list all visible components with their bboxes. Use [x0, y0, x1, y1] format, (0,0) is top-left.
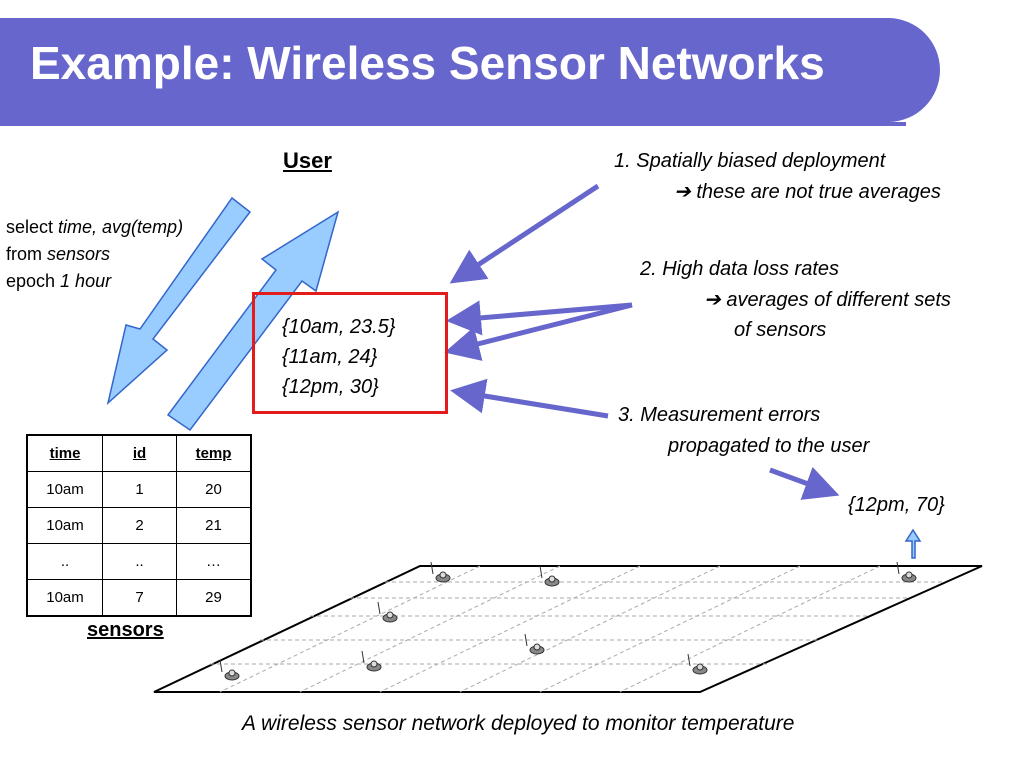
table-cell: 10am [26, 507, 103, 544]
sensor-node-icon [377, 601, 398, 623]
table-cell: 20 [176, 471, 252, 508]
arrow-note1 [449, 183, 600, 284]
title-bar [0, 18, 940, 122]
sensor-node-icon [687, 653, 708, 675]
table-cell: … [176, 543, 252, 580]
table-row: 10am 2 21 [26, 507, 252, 544]
note-2-title: 2. High data loss rates [640, 258, 839, 280]
table-cell: 29 [176, 579, 252, 617]
query-value: sensors [47, 244, 111, 264]
query-keyword: from [6, 244, 48, 264]
query-flow-arrow [106, 196, 252, 406]
sensor-node-icon [219, 659, 240, 681]
sensor-node-icon [361, 650, 382, 672]
table-header-row: time id temp [26, 434, 252, 472]
column-header: time [26, 434, 103, 472]
bad-reading-up-arrow [904, 528, 922, 559]
result-box [252, 292, 448, 414]
table-cell: .. [102, 543, 177, 580]
query-value: time, avg(temp) [58, 217, 184, 237]
title-underline [0, 122, 906, 126]
note-3-detail: propagated to the user [668, 435, 870, 457]
arrow-note2a [446, 300, 633, 336]
query-value: 1 hour [60, 271, 112, 291]
result-row: {12pm, 30} [282, 376, 379, 398]
sensors-table: time id temp 10am 1 20 10am 2 21 .. .. …… [26, 434, 252, 617]
query-keyword: epoch [6, 271, 61, 291]
query-results: {10am, 23.5} {11am, 24} {12pm, 30} [282, 312, 395, 402]
user-label: User [283, 148, 332, 173]
note-2-detail-cont: of sensors [734, 319, 827, 341]
note-1-detail: ➔ these are not true averages [674, 181, 941, 203]
sql-query: select time, avg(temp) from sensors epoc… [6, 214, 183, 295]
column-header: temp [176, 434, 252, 472]
query-keyword: select [6, 217, 59, 237]
result-row: {11am, 24} [282, 346, 378, 368]
sensor-node-icon [539, 565, 560, 587]
table-row: .. .. … [26, 543, 252, 580]
note-1-title: 1. Spatially biased deployment [614, 150, 886, 172]
sensor-node-icon [896, 561, 917, 583]
table-cell: 7 [102, 579, 177, 617]
arrow-to-bad-reading [769, 466, 840, 500]
table-cell: 2 [102, 507, 177, 544]
table-cell: 10am [26, 579, 103, 617]
table-row: 10am 7 29 [26, 579, 252, 617]
table-cell: 10am [26, 471, 103, 508]
table-cell: .. [26, 543, 103, 580]
note-2-detail: ➔ averages of different sets [704, 289, 951, 311]
figure-caption: A wireless sensor network deployed to mo… [242, 712, 795, 735]
note-3-title: 3. Measurement errors [618, 404, 821, 426]
sensor-node-icon [430, 561, 451, 583]
table-cell: 1 [102, 471, 177, 508]
slide-title: Example: Wireless Sensor Networks [30, 37, 825, 89]
arrow-note3 [450, 378, 609, 419]
table-cell: 21 [176, 507, 252, 544]
field-grid [210, 565, 945, 693]
sensor-field-plane [153, 565, 983, 693]
sensor-node-icon [524, 633, 545, 655]
table-row: 10am 1 20 [26, 471, 252, 508]
erroneous-reading: {12pm, 70} [848, 494, 945, 516]
result-row: {10am, 23.5} [282, 316, 396, 338]
sensors-table-label: sensors [87, 619, 164, 641]
arrow-note2b [444, 302, 633, 361]
sensor-nodes [219, 561, 917, 681]
column-header: id [102, 434, 177, 472]
